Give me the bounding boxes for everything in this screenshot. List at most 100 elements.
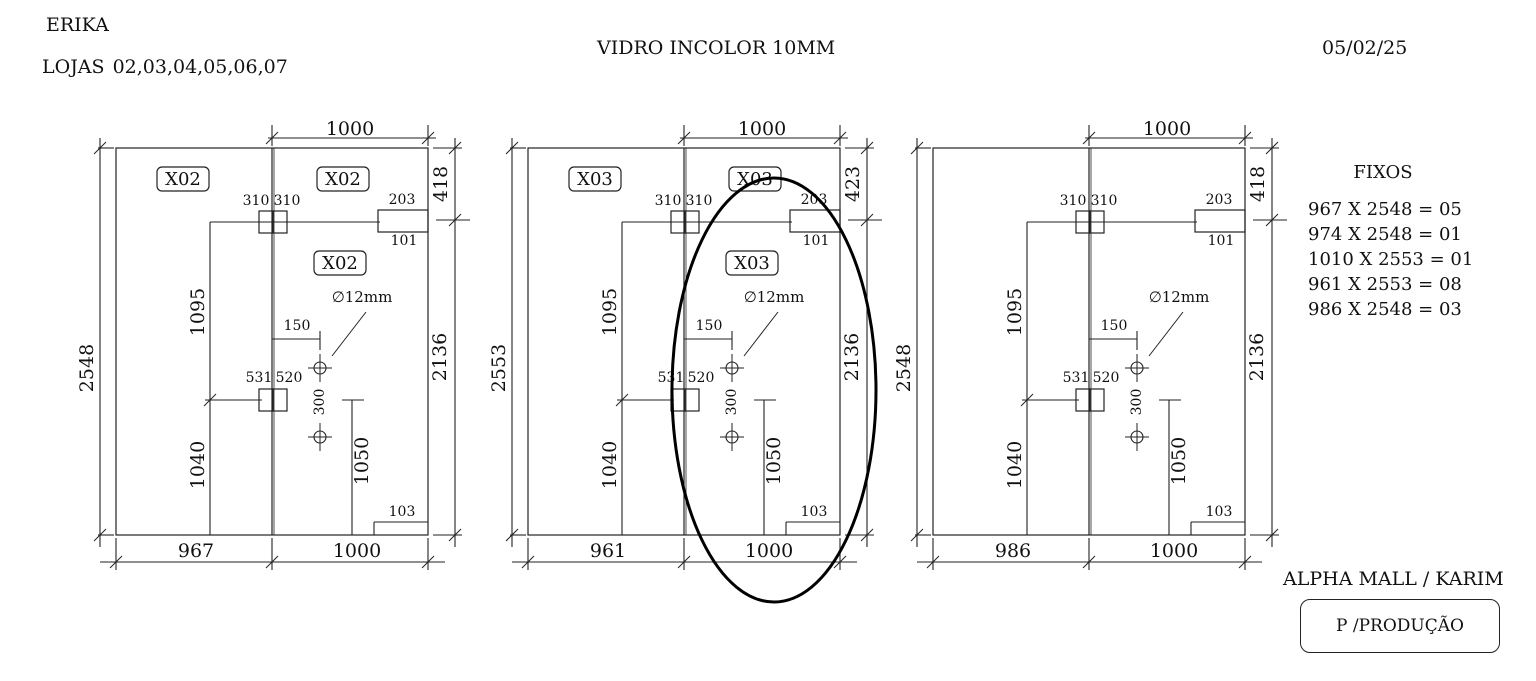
dimension-tick: [505, 141, 519, 155]
dimension-label: 986: [995, 540, 1031, 562]
hinge-top-right: [272, 210, 288, 234]
dimension-label: 961: [590, 540, 626, 562]
dimension-label: 2553: [488, 344, 510, 392]
fixed-panel-item: 986 X 2548 = 03: [1308, 299, 1462, 320]
dimension-tick: [421, 555, 435, 569]
panel-tag-box: [313, 250, 367, 276]
dimension-tick: [1082, 555, 1096, 569]
dimension-tick: [833, 555, 847, 569]
client-label: ALPHA MALL / KARIM: [1283, 568, 1504, 590]
production-button[interactable]: P /PRODUÇÃO: [1300, 599, 1500, 653]
panel-tag-box: [568, 166, 622, 192]
panel-tag-box: [725, 250, 779, 276]
dimension-label: 203: [1206, 192, 1233, 208]
dimension-label: ∅12mm: [1149, 288, 1210, 306]
dimension-label: 103: [1206, 504, 1233, 520]
dimension-label: 418: [1247, 166, 1269, 202]
dimension-label: 1095: [187, 288, 209, 336]
hinge-top-right: [1089, 210, 1105, 234]
dimension-label: 203: [389, 192, 416, 208]
stores-label: LOJAS: [42, 56, 105, 78]
hinge-top-right: [684, 210, 700, 234]
dimension-tick: [1238, 131, 1252, 145]
dimension-tick: [521, 555, 535, 569]
dimension-tick: [1238, 555, 1252, 569]
dimension-label: 1095: [1004, 288, 1026, 336]
dimension-tick: [265, 555, 279, 569]
dimension-tick: [677, 555, 691, 569]
dimension-tick: [833, 131, 847, 145]
fixed-panels-list: FIXOS 967 X 2548 = 05 974 X 2548 = 01 10…: [1308, 162, 1473, 322]
dimension-label: 101: [391, 233, 418, 249]
dimension-label: 2136: [1246, 333, 1268, 381]
dimension-label: 520: [1093, 370, 1120, 386]
hinge-bottom-right: [1089, 388, 1105, 412]
panel-tag: X03: [577, 169, 613, 190]
dimension-tick: [910, 141, 924, 155]
dimension-label: 310: [655, 193, 682, 209]
dimension-label: 300: [724, 389, 740, 416]
dimension-tick: [203, 393, 217, 407]
leader-line: [743, 311, 779, 357]
dimension-label: 1000: [1143, 118, 1191, 140]
dimension-label: 2548: [893, 344, 915, 392]
dimension-label: 101: [803, 233, 830, 249]
dimension-tick: [93, 528, 107, 542]
lock-box: [1194, 209, 1246, 233]
dimension-tick: [505, 528, 519, 542]
leader-line: [1148, 311, 1184, 357]
dimension-tick: [1265, 141, 1279, 155]
dimension-label: 150: [284, 318, 311, 334]
dimension-label: 1050: [763, 437, 785, 485]
dimension-tick: [1265, 528, 1279, 542]
dimension-label: 310: [243, 193, 270, 209]
dimension-label: 1050: [351, 437, 373, 485]
dimension-tick: [1020, 393, 1034, 407]
panel-tag-box: [156, 166, 210, 192]
dimension-tick: [265, 131, 279, 145]
lock-box: [789, 209, 841, 233]
dimension-label: 1040: [187, 441, 209, 489]
dimension-label: 1000: [745, 540, 793, 562]
dimension-tick: [677, 131, 691, 145]
dimension-label: 300: [312, 389, 328, 416]
dimension-tick: [910, 528, 924, 542]
dimension-label: 531: [1063, 370, 1090, 386]
dimension-label: 531: [246, 370, 273, 386]
dimension-tick: [615, 393, 629, 407]
dimension-label: 1000: [1150, 540, 1198, 562]
dimension-label: 2136: [841, 333, 863, 381]
dimension-label: 310: [274, 193, 301, 209]
dimension-tick: [448, 528, 462, 542]
dimension-label: 1095: [599, 288, 621, 336]
dimension-label: ∅12mm: [744, 288, 805, 306]
panel-tag-box: [316, 166, 370, 192]
fixed-panel-item: 1010 X 2553 = 01: [1308, 249, 1474, 270]
fixed-panels-title: FIXOS: [1353, 162, 1413, 183]
stores-list: 02,03,04,05,06,07: [112, 56, 288, 78]
dimension-label: 300: [1129, 389, 1145, 416]
client-name: ERIKA: [46, 14, 109, 36]
dimension-label: ∅12mm: [332, 288, 393, 306]
dimension-label: 520: [688, 370, 715, 386]
project-title: VIDRO INCOLOR 10MM: [597, 37, 836, 59]
dimension-label: 418: [430, 166, 452, 202]
fixed-panel-item: 961 X 2553 = 08: [1308, 274, 1462, 295]
dimension-label: 103: [389, 504, 416, 520]
dimension-label: 103: [801, 504, 828, 520]
hinge-bottom-right: [272, 388, 288, 412]
dimension-tick: [448, 141, 462, 155]
project-date: 05/02/25: [1322, 37, 1408, 59]
dimension-label: 1000: [738, 118, 786, 140]
panel-tag: X03: [734, 253, 770, 274]
dimension-tick: [860, 141, 874, 155]
highlight-ellipse: [670, 176, 878, 604]
leader-line: [331, 311, 367, 357]
dimension-label: 1050: [1168, 437, 1190, 485]
lock-box: [377, 209, 429, 233]
hinge-bottom-right: [684, 388, 700, 412]
